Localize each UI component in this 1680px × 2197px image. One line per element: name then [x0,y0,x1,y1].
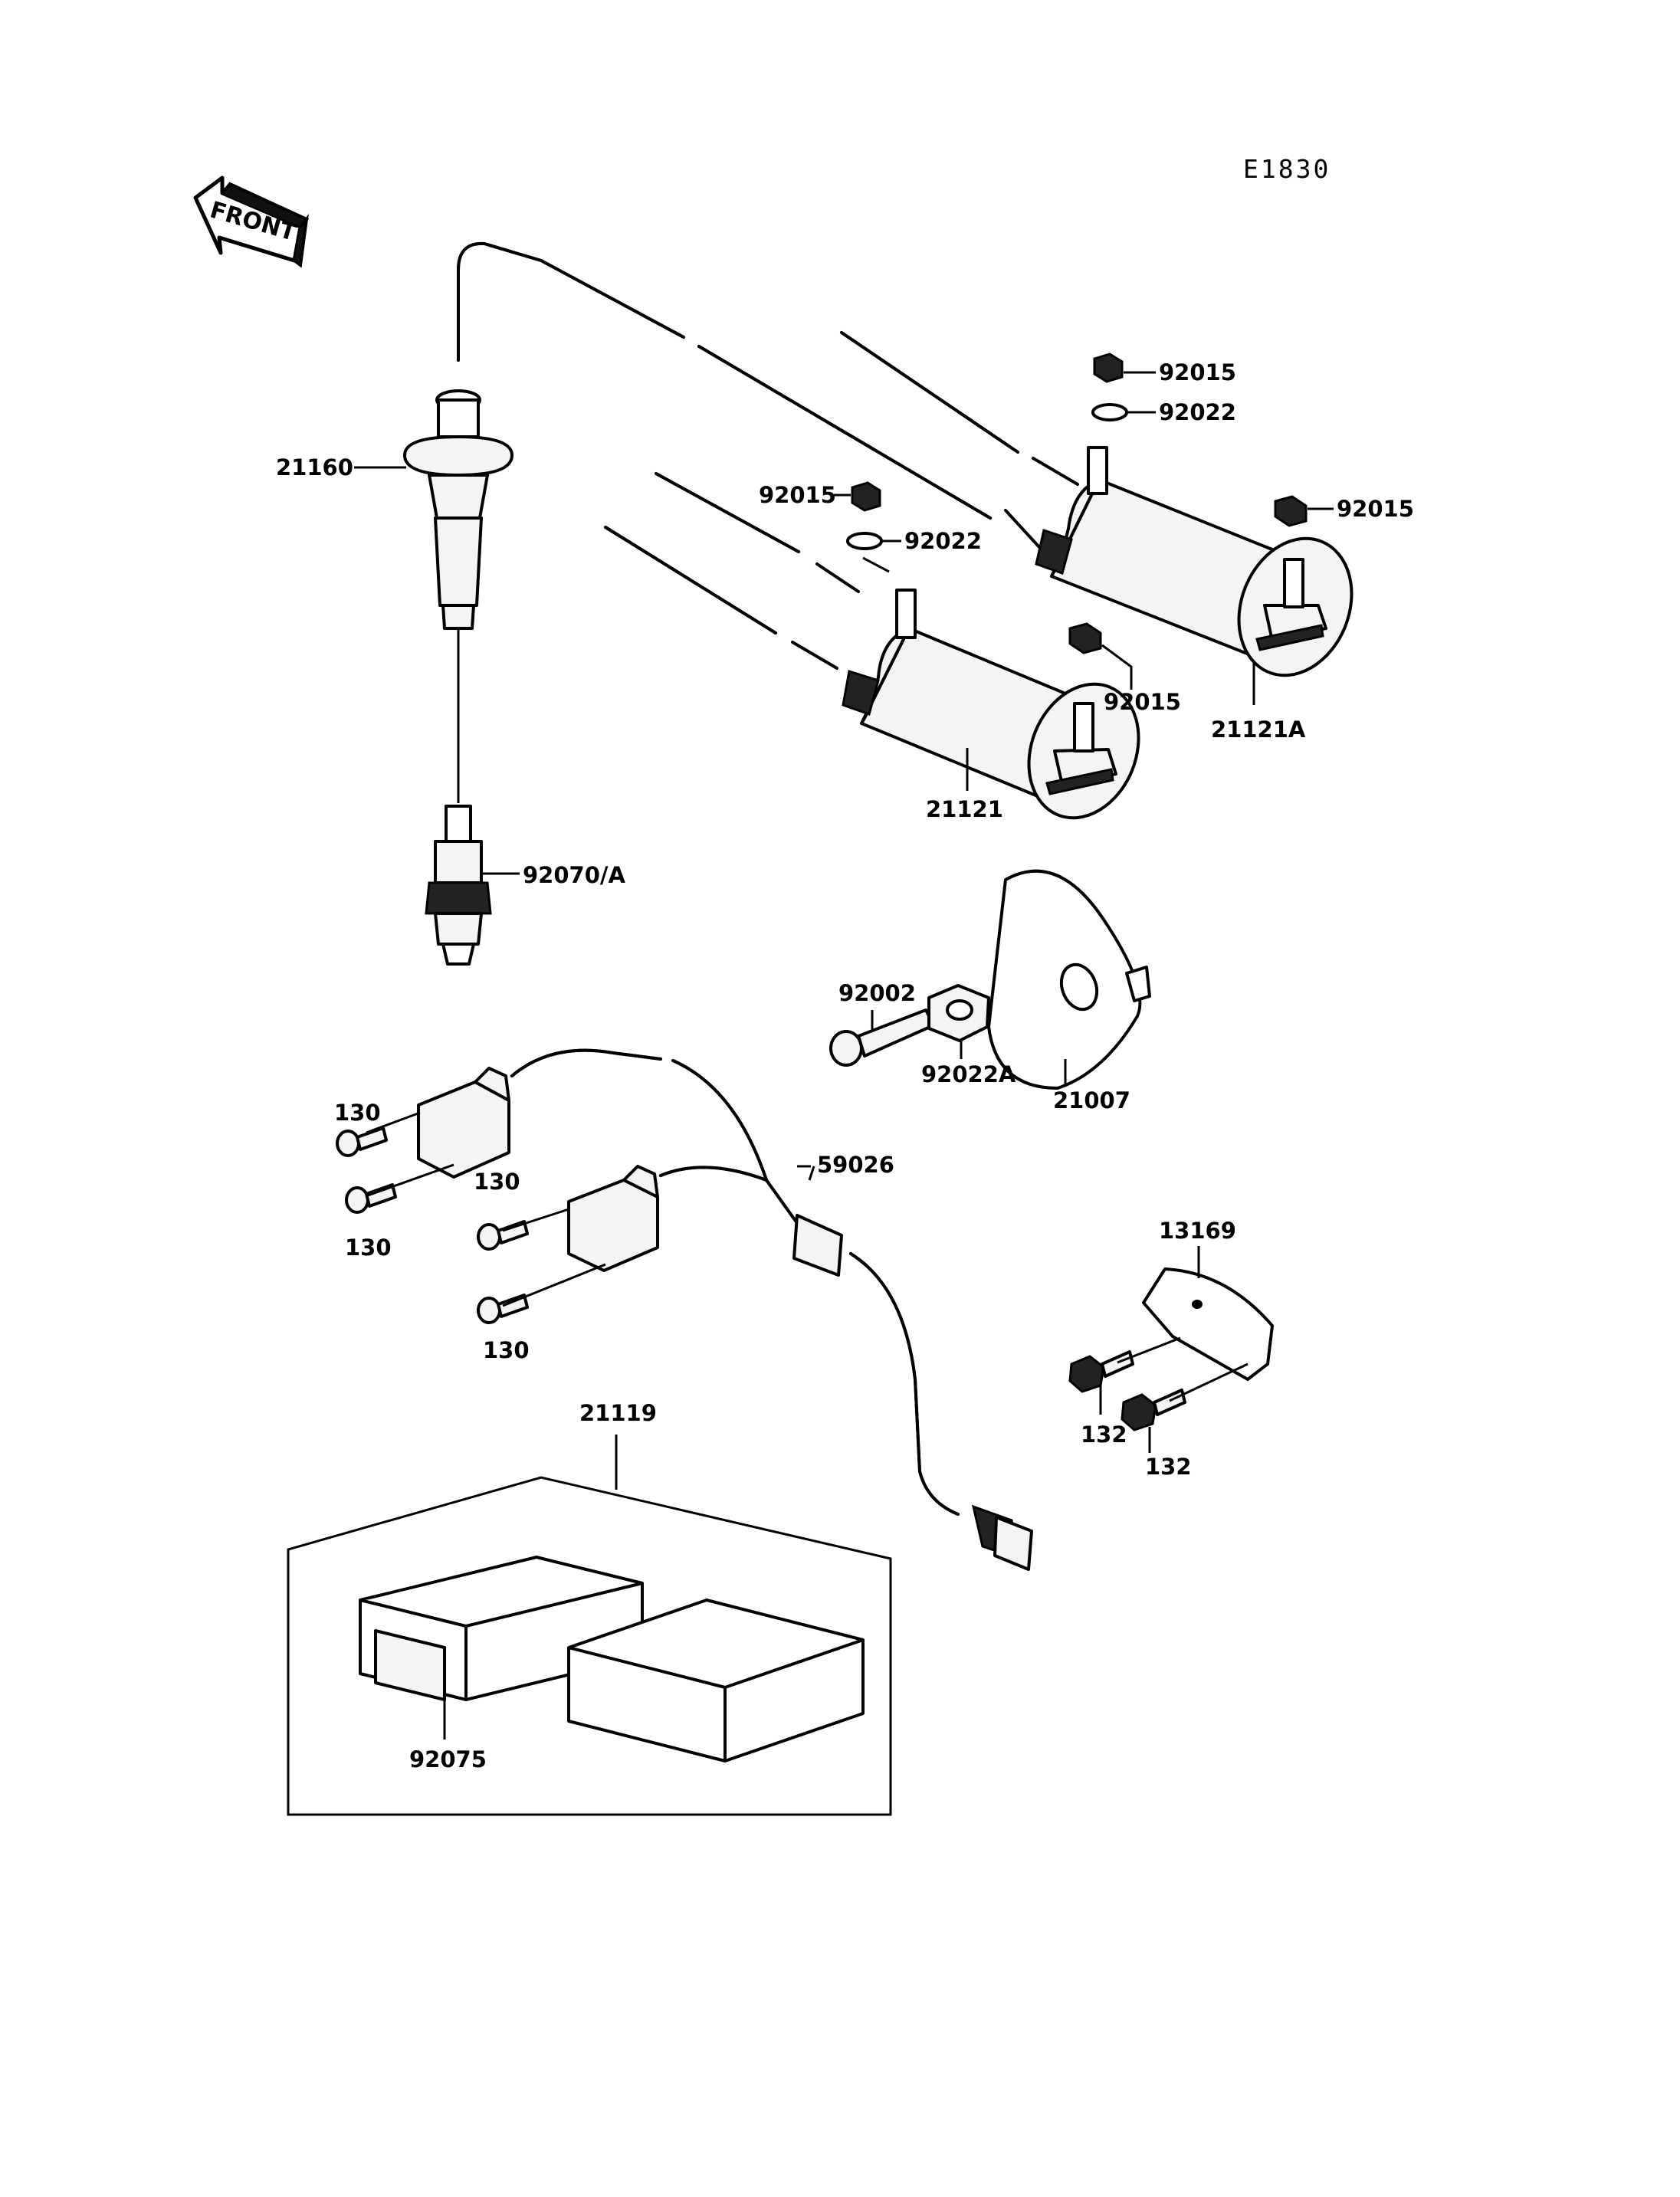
label-130-a: 130 [334,1100,381,1126]
diagram-code: E1830 [1243,154,1331,184]
label-21121: 21121 [926,796,1003,822]
bolt-132-b [1121,1389,1186,1431]
bolt-130-c [477,1220,529,1251]
label-130-d: 130 [483,1337,530,1363]
bolt-132-a [1068,1350,1134,1393]
bolt-92002 [829,1008,935,1067]
spark-plug-cap [403,241,992,803]
label-132-a: 132 [1081,1421,1127,1448]
label-21119: 21119 [579,1400,657,1426]
label-92070: 92070/A [523,862,625,888]
label-92022a: 92022A [921,1061,1016,1087]
nut-92015-top [1093,353,1124,383]
label-92022-top: 92022 [1159,399,1236,425]
label-92015-left: 92015 [759,482,836,508]
label-21007: 21007 [1053,1087,1130,1113]
nut-92015-middle [1068,622,1102,654]
label-21121a: 21121A [1211,716,1306,743]
label-130-c: 130 [345,1235,392,1261]
bracket-13169 [1142,1267,1274,1381]
nut-92022a [927,984,990,1042]
label-130-b: 130 [474,1169,520,1195]
ignition-coil-21121a [840,331,1354,677]
label-92015-middle: 92015 [1104,689,1181,715]
label-92015-right: 92015 [1337,496,1414,522]
front-arrow-icon: FRONT [193,175,310,268]
leader-lines [354,371,1334,1740]
label-92015-top: 92015 [1159,359,1236,385]
igniter-cover [567,1599,865,1763]
pickup-coil-upper [417,1067,510,1179]
washer-92022-left [846,532,883,550]
label-92002: 92002 [838,980,916,1006]
nut-92015-right [1274,495,1308,527]
pickup-coil-lower [567,1165,659,1272]
spark-plug [425,805,492,966]
label-92075: 92075 [409,1746,487,1772]
label-59026: 59026 [817,1152,894,1178]
washer-92022-top [1091,403,1128,421]
label-13169: 13169 [1159,1218,1236,1244]
timing-plate [987,869,1151,1090]
igniter-harness [510,1048,1033,1571]
label-132-b: 132 [1145,1454,1192,1480]
bolt-130-d [477,1294,529,1324]
bolt-130-b [345,1183,397,1214]
label-21160: 21160 [276,454,353,480]
bolt-130-a [336,1126,388,1157]
label-92022-left: 92022 [904,528,982,554]
ignition-coil-21121 [604,472,1140,820]
igniter-assembly-box [287,1476,892,1816]
nut-92015-left [851,481,881,512]
